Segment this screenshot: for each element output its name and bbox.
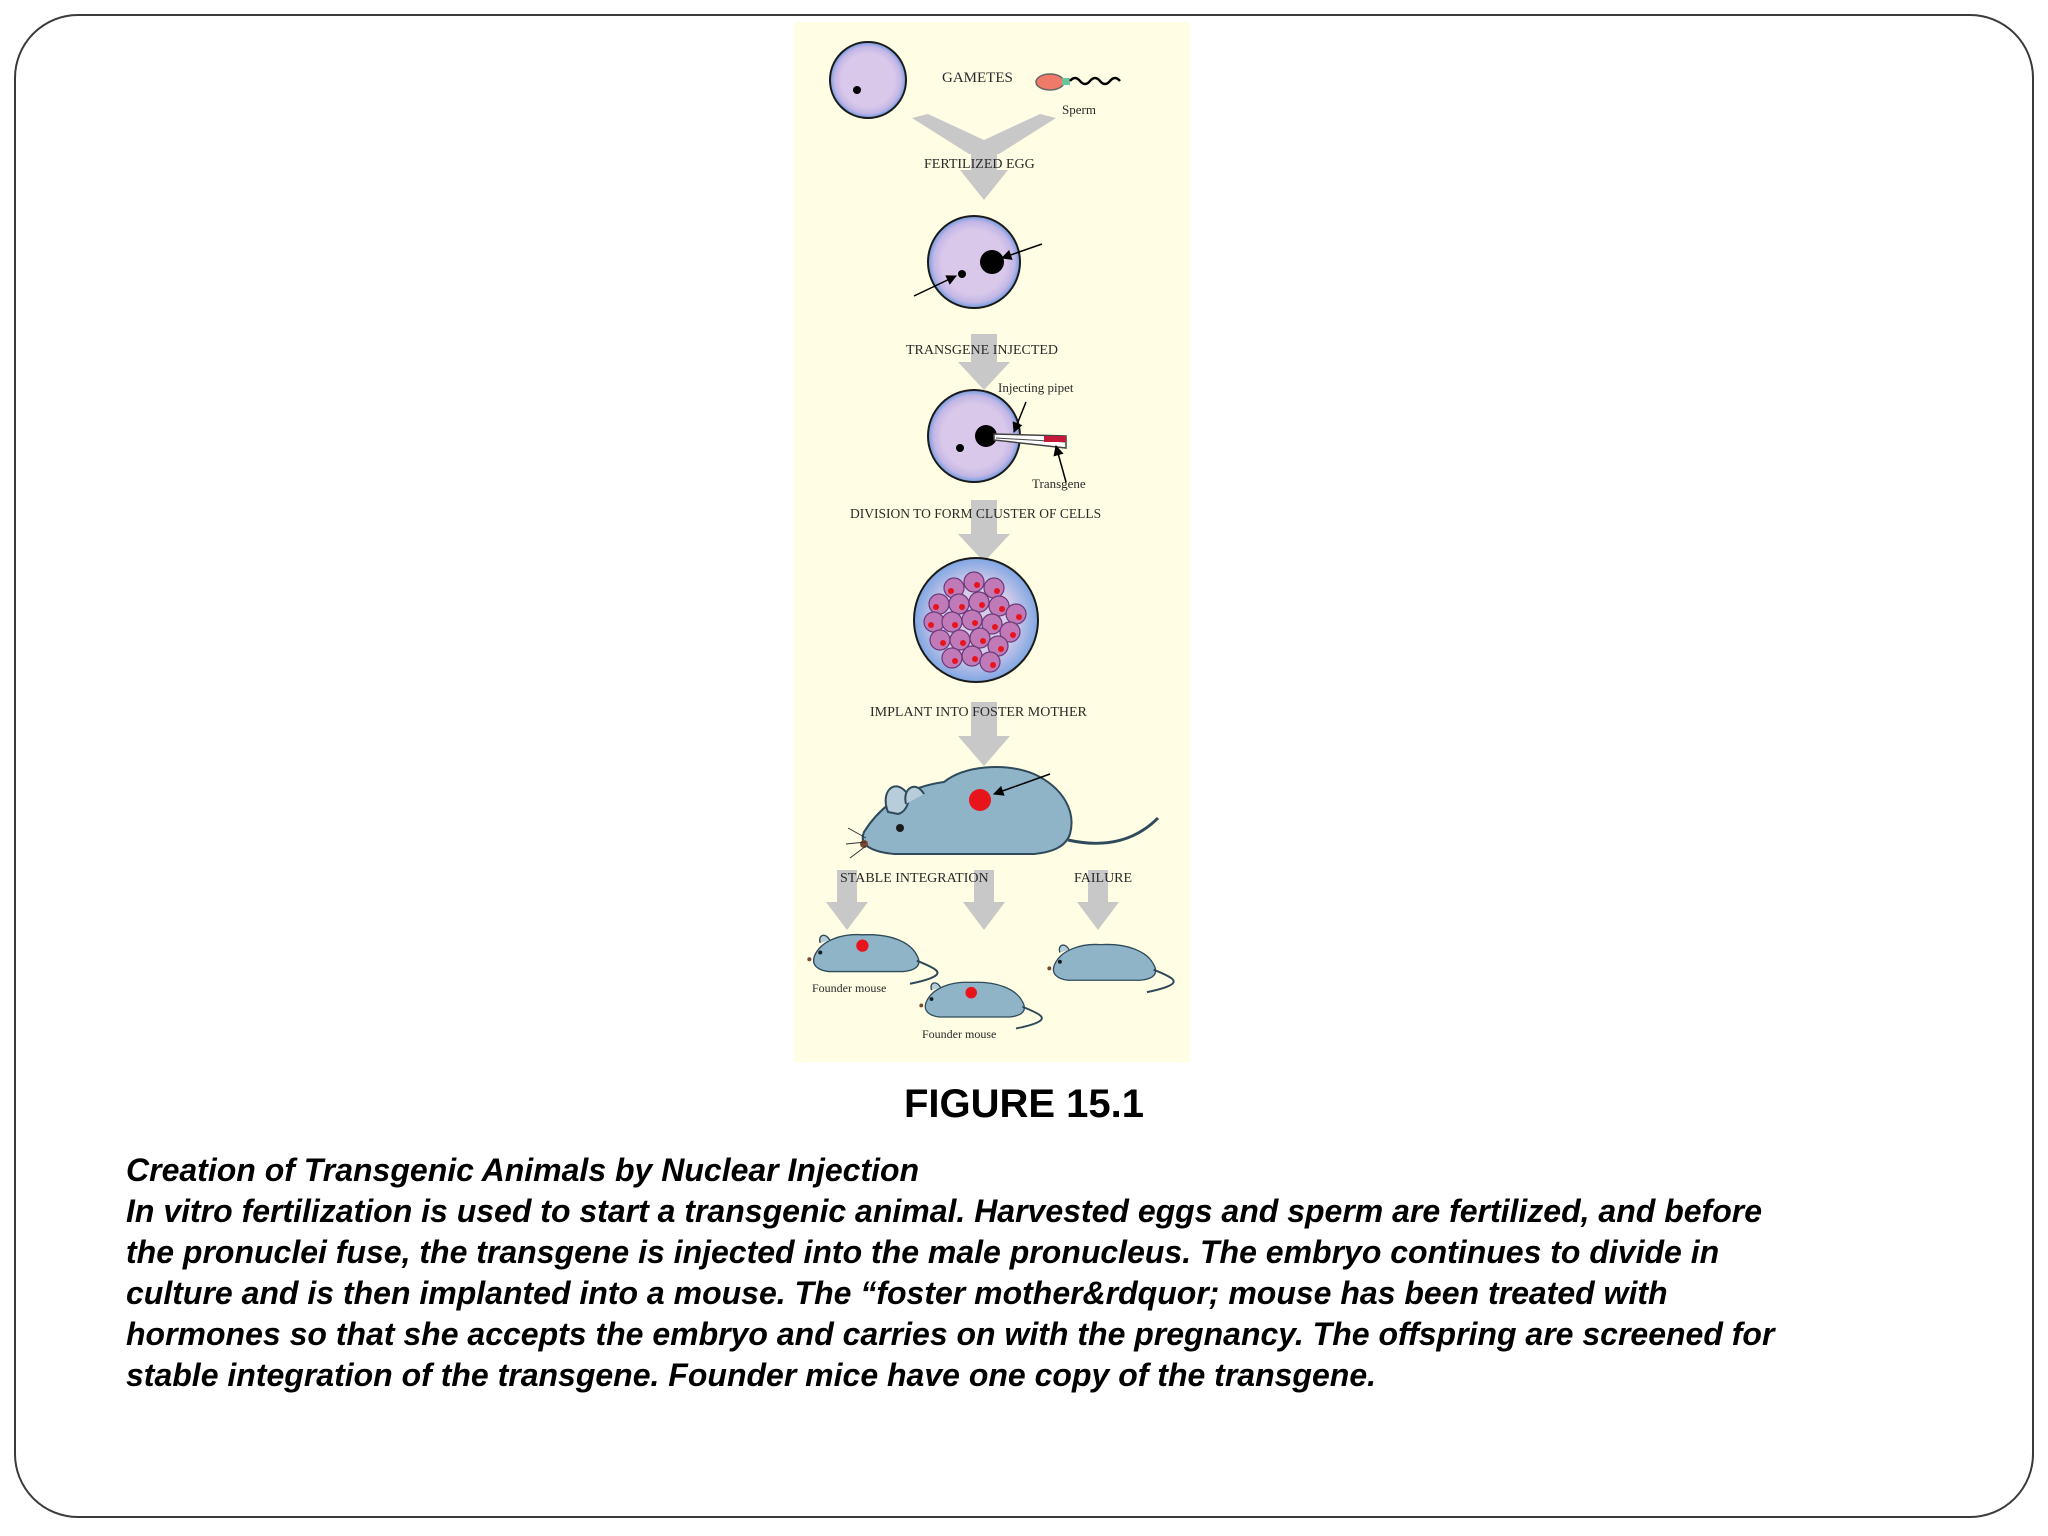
caption-line: In vitro fertilization is used to start …	[126, 1193, 1762, 1229]
label-transgene-injected: TRANSGENE INJECTED	[906, 343, 1058, 358]
label-division: DIVISION TO FORM CLUSTER OF CELLS	[850, 506, 1101, 521]
label-gametes: GAMETES	[942, 70, 1013, 86]
sperm-icon	[1035, 73, 1121, 91]
founder-mouse-1	[806, 933, 939, 985]
flow-arrow-2	[958, 334, 1010, 390]
label-founder-mouse-2: Founder mouse	[922, 1027, 996, 1041]
branch-arrows	[826, 870, 1119, 930]
cell-cluster-icon	[913, 557, 1039, 683]
label-injecting-pipet: Injecting pipet	[998, 380, 1074, 395]
figure-caption: Creation of Transgenic Animals by Nuclea…	[126, 1150, 1956, 1396]
label-founder-mouse-1: Founder mouse	[812, 981, 886, 995]
label-stable-integration: STABLE INTEGRATION	[840, 871, 989, 886]
label-failure: FAILURE	[1074, 871, 1132, 886]
founder-mouse-2	[918, 981, 1043, 1030]
caption-line: the pronuclei fuse, the transgene is inj…	[126, 1234, 1720, 1270]
failure-mouse	[1046, 943, 1175, 994]
label-fertilized-egg: FERTILIZED EGG	[924, 157, 1035, 172]
merge-arrow	[912, 114, 1056, 200]
figure-diagram: GAMETES Sperm FERTILIZED EGG TRANSGENE I…	[794, 22, 1190, 1062]
fertilized-egg-icon	[913, 215, 1043, 309]
flow-arrow-3	[958, 500, 1010, 562]
flow-arrow-4	[958, 702, 1010, 766]
foster-mother-mouse	[845, 766, 1160, 859]
caption-title: Creation of Transgenic Animals by Nuclea…	[126, 1152, 920, 1188]
injection-icon	[927, 389, 1067, 483]
egg-icon	[829, 41, 907, 119]
label-sperm: Sperm	[1062, 102, 1096, 117]
caption-line: culture and is then implanted into a mou…	[126, 1275, 1668, 1311]
label-transgene: Transgene	[1032, 476, 1086, 491]
caption-line: stable integration of the transgene. Fou…	[126, 1357, 1376, 1393]
figure-number: FIGURE 15.1	[903, 1082, 1145, 1126]
caption-line: hormones so that she accepts the embryo …	[126, 1316, 1775, 1352]
label-implant: IMPLANT INTO FOSTER MOTHER	[870, 705, 1088, 720]
